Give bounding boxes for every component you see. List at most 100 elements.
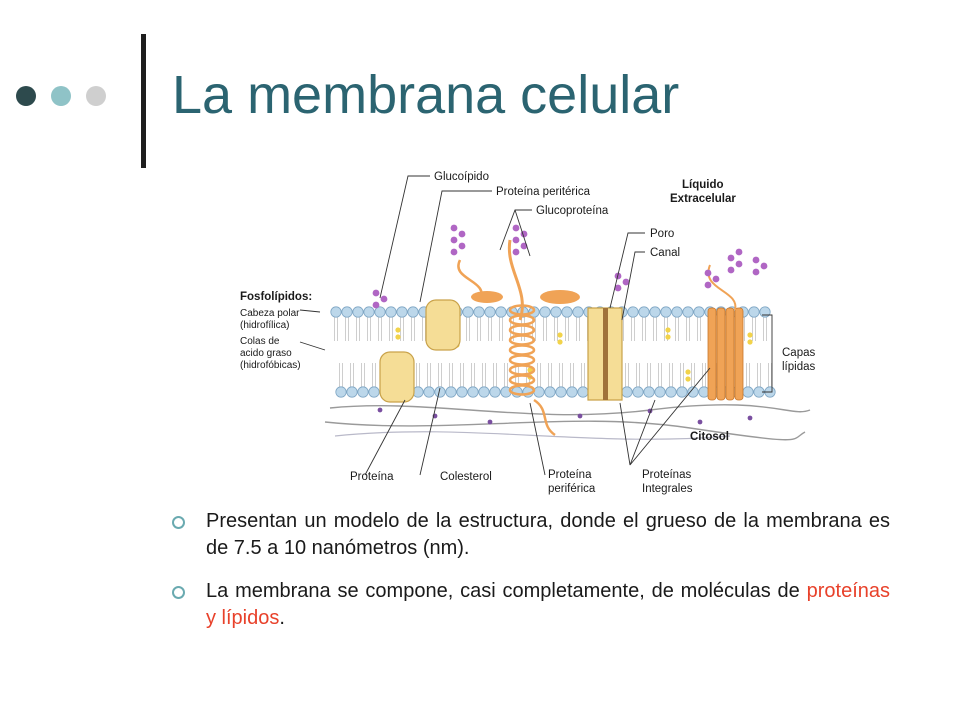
lipid-tail: [477, 317, 481, 341]
label-canal: Canal: [650, 247, 680, 259]
lipid-tail: [576, 317, 580, 341]
label-proteinas-integrales-1: Proteínas: [642, 469, 691, 481]
integral-protein-bundle: [707, 307, 744, 401]
label-poro: Poro: [650, 228, 674, 240]
sugar-unit: [450, 236, 458, 244]
label-citosol: Citosol: [690, 431, 729, 443]
phospholipid-head: [374, 306, 386, 318]
phospholipid-head: [330, 306, 342, 318]
phospholipid-head: [682, 306, 694, 318]
sugar-unit: [520, 242, 528, 250]
sugar-unit: [372, 301, 380, 309]
label-colas-2: acido graso: [240, 348, 292, 359]
phospholipid-head: [352, 306, 364, 318]
phospholipid-head: [621, 386, 633, 398]
label-capas-2: lípidas: [782, 361, 815, 373]
label-colesterol: Colesterol: [440, 471, 492, 483]
bullet-text: Presentan un modelo de la estructura, do…: [206, 510, 890, 559]
label-colas-3: (hidrofóbicas): [240, 360, 301, 371]
sugar-unit: [760, 262, 768, 270]
lipid-tail: [504, 363, 508, 387]
phospholipid-head: [456, 386, 468, 398]
sugar-unit: [735, 260, 743, 268]
lipid-tail: [345, 317, 349, 341]
cholesterol-mark: [527, 367, 533, 373]
lipid-tail: [570, 363, 574, 387]
fiber: [334, 431, 731, 440]
sugar-unit: [622, 278, 630, 286]
lipid-tail: [400, 317, 404, 341]
phospholipid-head: [357, 386, 369, 398]
lipid-tail: [554, 317, 558, 341]
sugar-unit: [712, 275, 720, 283]
label-glucoproteina: Glucoproteína: [536, 205, 609, 217]
phospholipid-head: [484, 306, 496, 318]
sugar-unit: [752, 268, 760, 276]
phospholipid-head: [687, 386, 699, 398]
cholesterol-mark: [557, 339, 563, 345]
phospholipid-head: [643, 386, 655, 398]
label-proteina: Proteína: [350, 471, 394, 483]
lipid-tail: [449, 363, 453, 387]
lipid-tail: [378, 317, 382, 341]
bullet-ring-icon: [172, 586, 185, 599]
helix-turn: [508, 384, 536, 396]
phospholipid-head: [671, 306, 683, 318]
label-cabeza-1: Cabeza polar: [240, 308, 300, 319]
integral-protein-left-top: [425, 299, 461, 351]
lipid-tail: [653, 317, 657, 341]
lipid-tail: [631, 317, 635, 341]
lipid-tail: [686, 317, 690, 341]
phospholipid-head: [627, 306, 639, 318]
lipid-tail: [427, 363, 431, 387]
peripheral-protein-top-right: [540, 290, 580, 304]
lipid-tail: [642, 317, 646, 341]
sugar-unit: [372, 289, 380, 297]
label-proteina-periferica-top: Proteína peritérica: [496, 186, 591, 198]
dot-dark: [16, 86, 36, 106]
lipid-tail: [493, 363, 497, 387]
integral-protein-left-bottom: [379, 351, 415, 403]
lipid-tail: [389, 317, 393, 341]
lipid-tail: [361, 363, 365, 387]
phospholipid-head: [550, 306, 562, 318]
leader-lines: [299, 175, 773, 476]
lipid-tail: [488, 317, 492, 341]
sugar-unit: [704, 269, 712, 277]
title-divider: [141, 34, 146, 168]
lipid-tail: [543, 317, 547, 341]
lipid-tail: [702, 363, 706, 387]
phospholipid-head: [539, 306, 551, 318]
label-proteinas-integrales-2: Integrales: [642, 483, 693, 495]
phospholipid-head: [693, 306, 705, 318]
phospholipid-head: [407, 306, 419, 318]
fiber-marker: [377, 407, 383, 413]
phospholipid-head: [462, 306, 474, 318]
label-glucolipido: Glucoípido: [434, 171, 489, 183]
peripheral-protein-chain: [457, 259, 483, 301]
phospholipid-head: [742, 386, 754, 398]
label-proteina-periferica-b2: periférica: [548, 483, 596, 495]
phospholipid-head: [423, 386, 435, 398]
phospholipid-head: [478, 386, 490, 398]
lipid-tail: [559, 363, 563, 387]
lipid-tail: [537, 363, 541, 387]
lipid-tail: [763, 317, 767, 341]
sugar-unit: [727, 254, 735, 262]
lipid-tail: [752, 317, 756, 341]
peripheral-protein-top: [471, 291, 503, 303]
extracellular-fibers: [324, 404, 811, 441]
phospholipid-head: [759, 306, 771, 318]
lipid-tail: [356, 317, 360, 341]
lipid-tail: [422, 317, 426, 341]
fiber: [324, 420, 806, 441]
phospholipid-head: [341, 306, 353, 318]
phospholipid-head: [649, 306, 661, 318]
fiber-marker: [487, 419, 493, 425]
sugar-unit: [735, 248, 743, 256]
phospholipid-head: [495, 306, 507, 318]
phospholipid-head: [489, 386, 501, 398]
lipid-tail: [411, 317, 415, 341]
dot-gray: [86, 86, 106, 106]
integral-helix: [725, 307, 735, 401]
